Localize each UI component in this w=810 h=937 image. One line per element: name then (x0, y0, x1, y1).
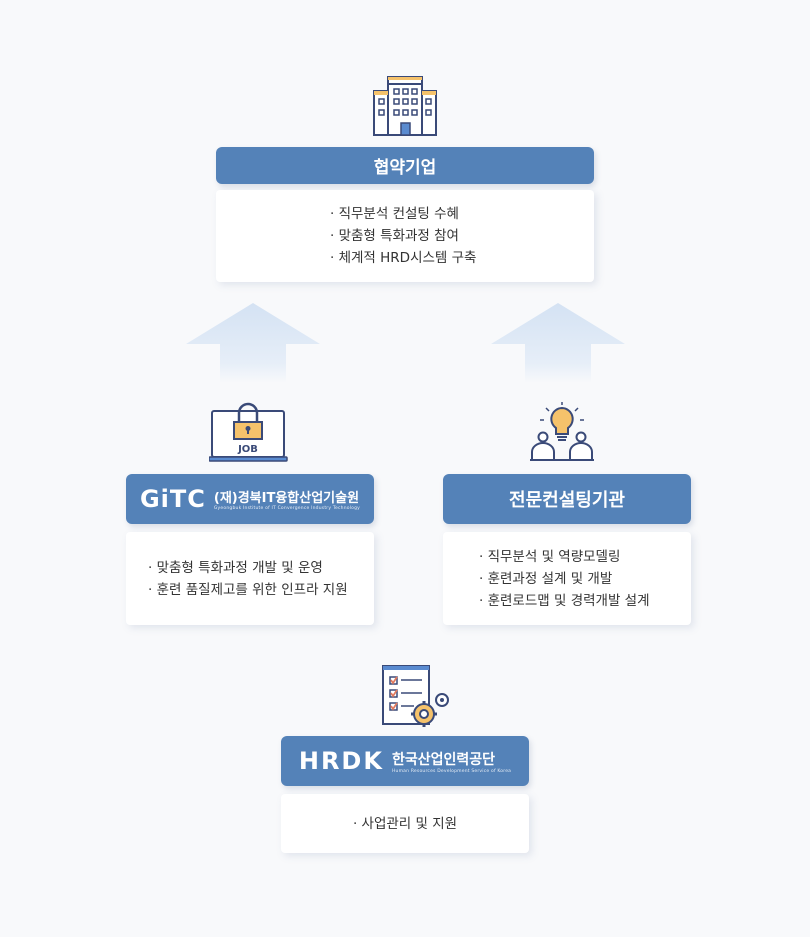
bottom-header: HRDK 한국산업인력공단 Human Resources Developmen… (281, 736, 529, 786)
list-item: 맞춤형 특화과정 참여 (330, 225, 594, 247)
list-item: 체계적 HRD시스템 구축 (330, 247, 594, 269)
gitc-logo: GiTC (재)경북IT융합산업기술원 Gyeongbuk Institute … (140, 485, 360, 513)
list-item: 훈련로드맵 및 경력개발 설계 (479, 590, 691, 612)
list-item: 훈련과정 설계 및 개발 (479, 568, 691, 590)
hrdk-logo: HRDK 한국산업인력공단 Human Resources Developmen… (299, 747, 511, 775)
gitc-logo-sub: Gyeongbuk Institute of IT Convergence In… (213, 506, 361, 511)
job-label: JOB (237, 444, 258, 455)
building-icon (373, 76, 437, 136)
laptop-job-icon: JOB (209, 402, 288, 462)
consultant-lightbulb-icon (530, 402, 594, 461)
arrow-up-right (491, 303, 625, 383)
right-title: 전문컨설팅기관 (509, 490, 625, 511)
bottom-card: 사업관리 및 지원 (281, 794, 529, 853)
arrow-up-left (186, 303, 320, 383)
hrdk-logo-mark: HRDK (298, 747, 384, 775)
right-header: 전문컨설팅기관 (443, 474, 691, 524)
left-header: GiTC (재)경북IT융합산업기술원 Gyeongbuk Institute … (126, 474, 374, 524)
right-card: 직무분석 및 역량모델링 훈련과정 설계 및 개발 훈련로드맵 및 경력개발 설… (443, 532, 691, 625)
top-card: 직무분석 컨설팅 수혜 맞춤형 특화과정 참여 체계적 HRD시스템 구축 (216, 190, 594, 282)
checklist-gear-icon (382, 665, 449, 727)
gitc-logo-name: (재)경북IT융합산업기술원 (213, 491, 360, 506)
list-item: 사업관리 및 지원 (353, 813, 458, 835)
left-card: 맞춤형 특화과정 개발 및 운영 훈련 품질제고를 위한 인프라 지원 (126, 532, 374, 625)
top-title: 협약기업 (373, 158, 437, 178)
list-item: 직무분석 및 역량모델링 (479, 546, 691, 568)
top-header: 협약기업 (216, 147, 594, 184)
gitc-logo-mark: GiTC (139, 485, 206, 513)
list-item: 직무분석 컨설팅 수혜 (330, 203, 594, 225)
list-item: 훈련 품질제고를 위한 인프라 지원 (148, 579, 374, 601)
hrdk-logo-sub: Human Resources Development Service of K… (391, 768, 512, 774)
hrdk-logo-name: 한국산업인력공단 (391, 751, 495, 768)
list-item: 맞춤형 특화과정 개발 및 운영 (148, 557, 374, 579)
